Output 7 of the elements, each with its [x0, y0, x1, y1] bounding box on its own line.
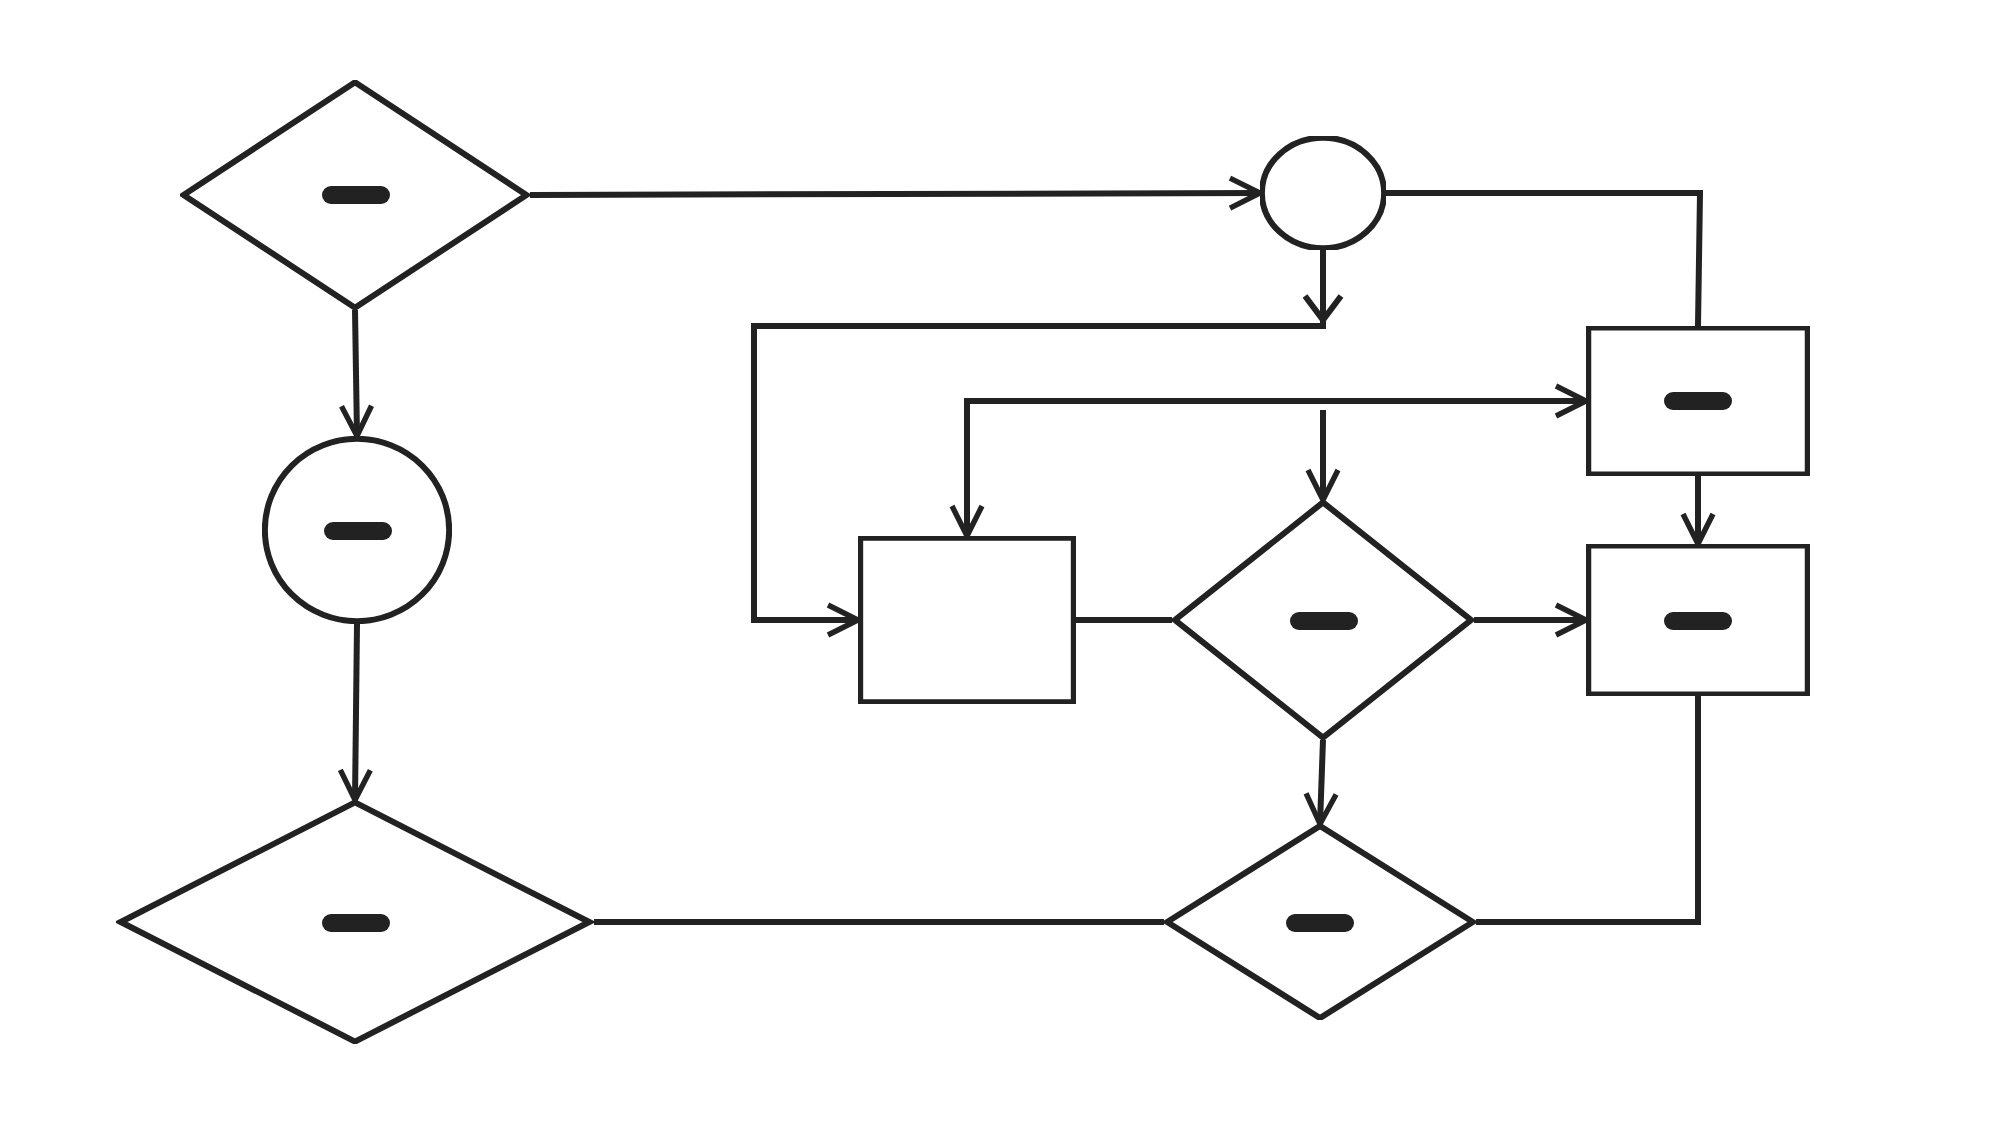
process-box: [858, 536, 1076, 704]
decision-diamond: [180, 80, 530, 310]
process-box: [1586, 544, 1810, 696]
decision-diamond: [1164, 824, 1476, 1020]
process-box: [1586, 326, 1810, 476]
decision-diamond: [1172, 500, 1474, 740]
decision-diamond: [116, 800, 594, 1044]
